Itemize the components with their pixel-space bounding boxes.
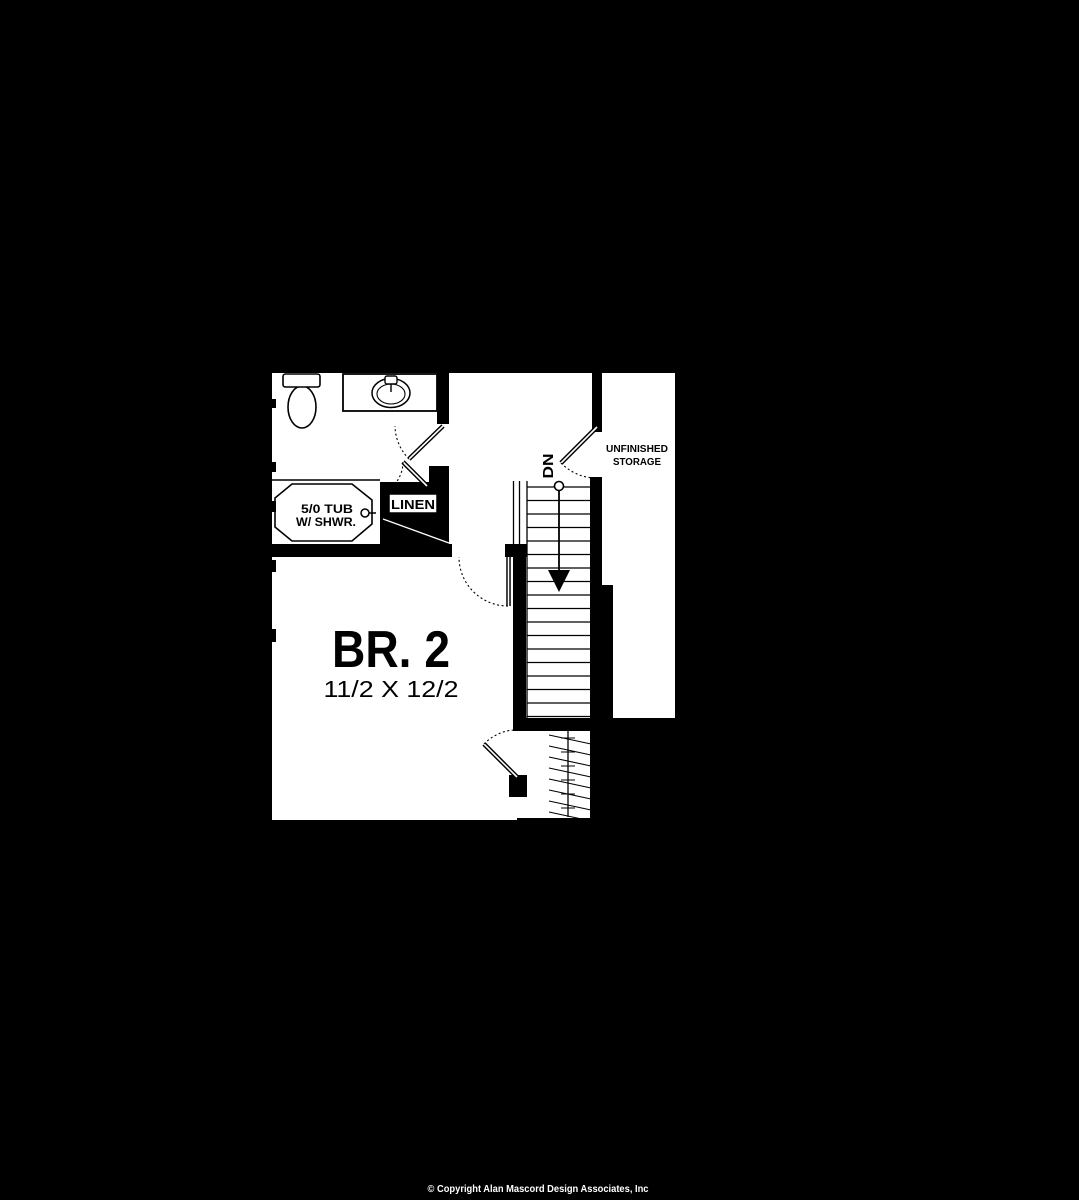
room-floors xyxy=(272,373,675,820)
linen-closet xyxy=(388,493,438,514)
tub-label-line1: 5/0 TUB xyxy=(301,504,353,516)
labels: 5/0 TUB W/ SHWR. LINEN UNFINISHED STORAG… xyxy=(296,443,668,702)
storage-label-line2: STORAGE xyxy=(613,456,661,468)
stairs-dn-label: DN xyxy=(540,454,557,479)
toilet-icon xyxy=(282,373,321,429)
linen-door xyxy=(392,460,429,488)
doors xyxy=(392,424,599,779)
bathroom-door xyxy=(394,424,445,461)
storage-label-line1: UNFINISHED xyxy=(606,443,668,455)
linen-label: LINEN xyxy=(391,497,435,512)
tub-label-line2: W/ SHWR. xyxy=(296,517,356,529)
linen-shelf-line xyxy=(382,518,450,544)
bedroom-door xyxy=(458,556,511,607)
copyright-notice: © Copyright Alan Mascord Design Associat… xyxy=(428,1183,649,1195)
walls xyxy=(262,373,613,818)
closet-door xyxy=(482,729,519,779)
closet-hanging-lines xyxy=(548,734,592,822)
bedroom-name-label: BR. 2 xyxy=(332,621,450,679)
stairs-down-arrow xyxy=(548,480,570,592)
stair-railing xyxy=(512,481,528,718)
closet-rod xyxy=(548,731,592,822)
storage-door xyxy=(559,425,599,479)
bedroom-dimensions-label: 11/2 X 12/2 xyxy=(324,676,459,702)
